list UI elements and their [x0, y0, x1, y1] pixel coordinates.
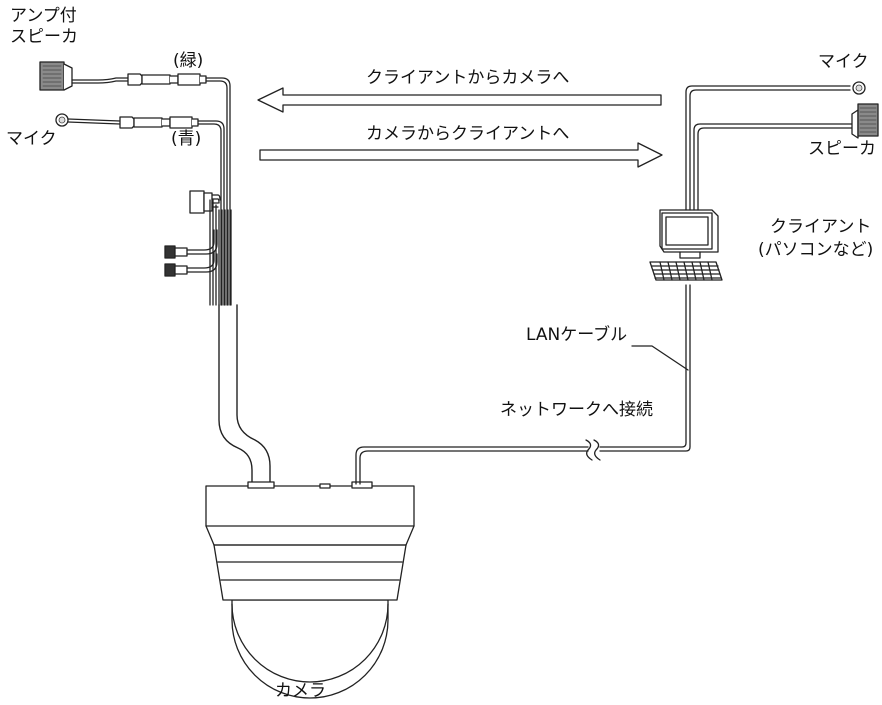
mic-right-label: マイク	[818, 52, 869, 72]
arrow-camera-to-client	[259, 142, 663, 168]
lan-cable	[355, 284, 691, 485]
amp-speaker-icon	[39, 61, 73, 91]
multi-pin-connector-icon	[189, 190, 219, 214]
network-connect-label: ネットワークへ接続	[500, 400, 653, 420]
pc-client-icon	[649, 209, 723, 281]
bnc-connector-lower-icon	[164, 251, 218, 277]
blue-cable-label: (青)	[171, 129, 202, 149]
camera-cable-sheath	[218, 304, 271, 489]
mic-left-icon	[55, 113, 69, 127]
green-cable-label: (緑)	[173, 51, 204, 71]
client-label-line1: クライアント	[770, 217, 872, 237]
arrow-client-to-camera-label: クライアントからカメラへ	[366, 68, 570, 88]
mic-right-icon	[852, 81, 866, 95]
bnc-connector-upper-icon	[164, 229, 218, 259]
arrow-client-to-camera	[257, 87, 662, 113]
green-connector-icon	[127, 73, 207, 86]
camera-label: カメラ	[275, 681, 326, 701]
lan-cable-label: LANケーブル	[526, 325, 628, 345]
amp-speaker-label-line1: アンプ付	[10, 6, 77, 26]
amp-speaker-label-line2: スピーカ	[10, 27, 78, 47]
arrow-camera-to-client-label: カメラからクライアントへ	[366, 124, 570, 144]
mic-left-label: マイク	[6, 129, 57, 149]
speaker-right-icon	[851, 103, 879, 139]
speaker-right-label: スピーカ	[808, 139, 876, 159]
client-label-line2: (パソコンなど)	[758, 240, 874, 260]
camera-icon	[205, 481, 415, 699]
blue-connector-icon	[119, 116, 199, 129]
